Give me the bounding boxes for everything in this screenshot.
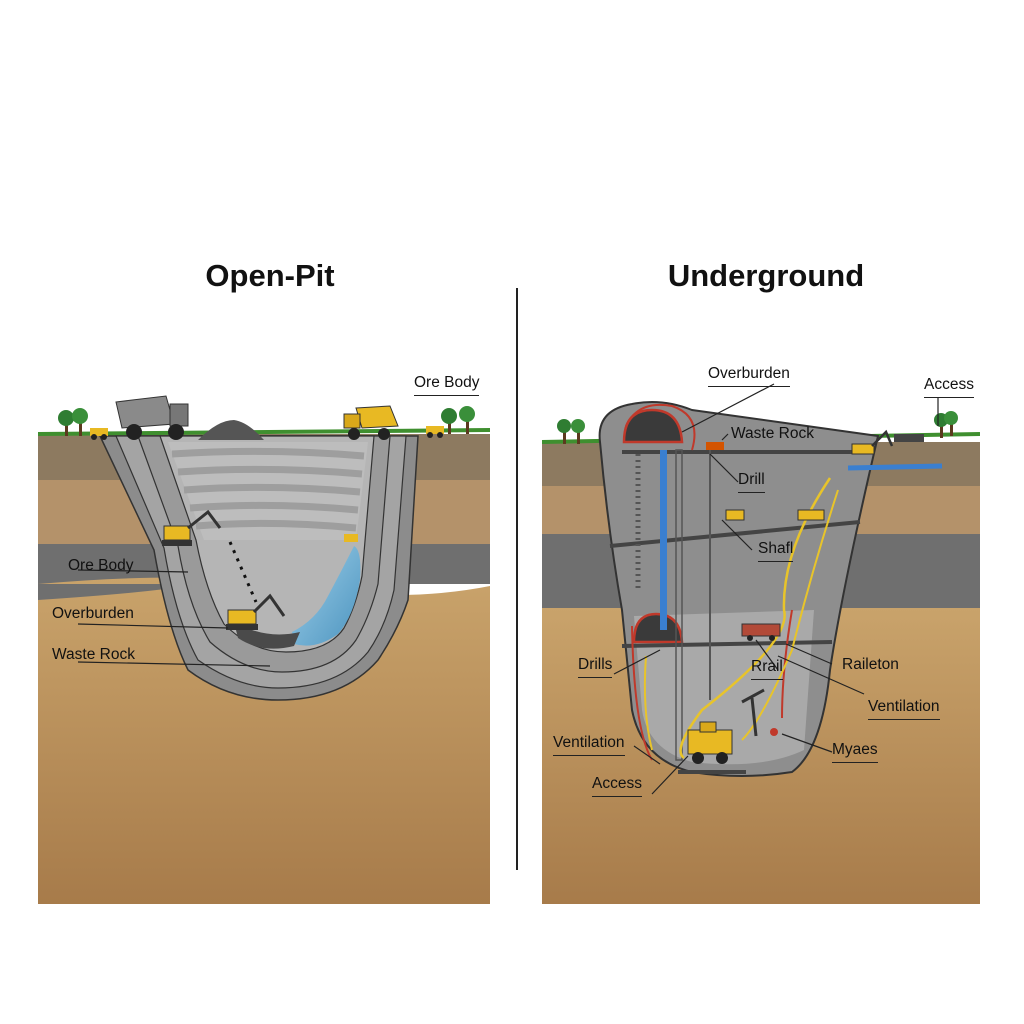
underground-label-overburden: Overburden (708, 365, 790, 387)
underground-diagram (542, 383, 980, 904)
open-pit-diagram (38, 395, 490, 904)
underground-label-drill: Drill (738, 471, 765, 493)
loader-level-2a (725, 509, 745, 521)
haul-truck-grey (115, 395, 189, 440)
gravel-pile (198, 420, 264, 440)
level-2 (609, 520, 861, 548)
small-drill-rig (344, 534, 358, 542)
underground-label-railston: Raileton (842, 656, 899, 673)
underground-label-ventilation-right: Ventilation (868, 698, 940, 720)
tree-group-left (557, 419, 585, 444)
underground-label-ventilation-left: Ventilation (553, 734, 625, 756)
cable-3 (643, 655, 653, 751)
surface-excavator (851, 429, 924, 455)
loader-level-2b (797, 509, 825, 521)
rail-car (741, 623, 781, 641)
portal-lower (632, 612, 684, 644)
surface-vehicle-red (706, 442, 724, 450)
pit-water (292, 546, 361, 646)
open-pit-label-ore-body-top: Ore Body (414, 374, 480, 396)
underground-title: Underground (667, 258, 865, 293)
small-loader-left (90, 428, 108, 440)
open-pit-title: Open-Pit (205, 258, 335, 293)
underground-label-access-top: Access (924, 376, 974, 398)
small-loader-right (426, 426, 444, 438)
tree-group-left (58, 408, 88, 436)
panel-divider (516, 288, 518, 870)
underground-label-shaft: Shafl (758, 540, 794, 562)
open-pit-label-ore-body: Ore Body (68, 557, 134, 574)
main-shaft (660, 450, 667, 630)
access-ramp (847, 463, 943, 471)
open-pit-label-waste-rock: Waste Rock (52, 646, 135, 663)
ground-surface (38, 428, 490, 436)
underground-label-myaes: Myaes (832, 741, 878, 763)
underground-label-waste-rock: Waste Rock (731, 425, 814, 442)
underground-label-access-bottom: Access (592, 775, 642, 797)
bottom-loader (687, 721, 733, 764)
excavator-lower (226, 593, 286, 630)
level-3 (621, 640, 833, 648)
open-pit-label-overburden: Overburden (52, 605, 134, 622)
underground-label-drills: Drills (578, 656, 613, 678)
drill-rig-stope (741, 688, 778, 737)
tree-group-right (441, 406, 475, 434)
underground-label-rail: Rrail (751, 658, 783, 680)
cable-2 (741, 489, 839, 741)
haul-truck-yellow (343, 405, 399, 440)
excavator-upper (162, 509, 222, 546)
